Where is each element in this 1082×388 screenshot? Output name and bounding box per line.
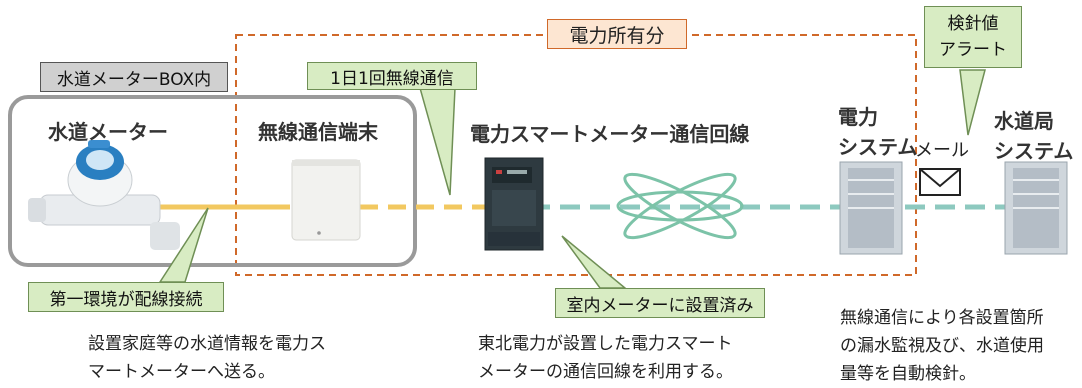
water-bureau-title-line2: システム [994,139,1074,163]
description-middle-line2: メーターの通信回線を利用する。 [478,362,733,382]
smart-meter-line-title: 電力スマートメーター通信回線 [470,122,750,146]
description-left: 設置家庭等の水道情報を電力ス マートメーターへ送る。 [88,330,326,386]
owned-region-label: 電力所有分 [547,19,687,49]
description-left-line2: マートメーターへ送る。 [88,362,275,382]
water-bureau-title: 水道局 システム [994,106,1073,166]
description-right-line2: の漏水監視及び、水道使用 [840,336,1044,356]
meter-box-border [8,95,417,267]
mail-label: メール [915,140,969,161]
description-right: 無線通信により各設置箇所 の漏水監視及び、水道使用 量等を自動検針。 [840,304,1044,388]
water-meter-title: 水道メーター [48,120,168,144]
callout-alert-line1: 検針値 [947,14,999,34]
callout-wiring: 第一環境が配線接続 [28,282,224,312]
description-middle: 東北電力が設置した電力スマート メーターの通信回線を利用する。 [478,330,733,386]
callout-pointer-wireless [419,87,456,196]
wireless-terminal-icon [291,159,361,241]
callout-pointer-indoor [561,235,628,289]
callout-alert: 検針値 アラート [924,6,1022,68]
description-right-line1: 無線通信により各設置箇所 [840,308,1044,328]
callout-indoor-meter: 室内メーターに設置済み [555,288,765,318]
description-left-line1: 設置家庭等の水道情報を電力ス [88,334,326,354]
server-icon [1004,161,1068,255]
power-system-title-line1: 電力 [838,105,878,129]
power-system-title: 電力 システム [838,102,917,162]
water-bureau-title-line1: 水道局 [994,109,1054,133]
callout-wireless-daily: 1日1回無線通信 [307,62,477,90]
description-middle-line1: 東北電力が設置した電力スマート [478,334,733,354]
smart-meter-icon [484,157,544,251]
power-system-title-line2: システム [838,135,918,159]
callout-pointer-alert [959,69,986,136]
envelope-icon [919,168,961,196]
callout-alert-line2: アラート [939,40,1007,60]
water-meter-icon [28,140,180,250]
network-atom-icon [616,172,744,240]
wireless-terminal-title: 無線通信端末 [258,120,378,144]
meter-box-label: 水道メーターBOX内 [40,62,228,92]
description-right-line3: 量等を自動検針。 [840,364,976,384]
server-icon [839,161,903,255]
